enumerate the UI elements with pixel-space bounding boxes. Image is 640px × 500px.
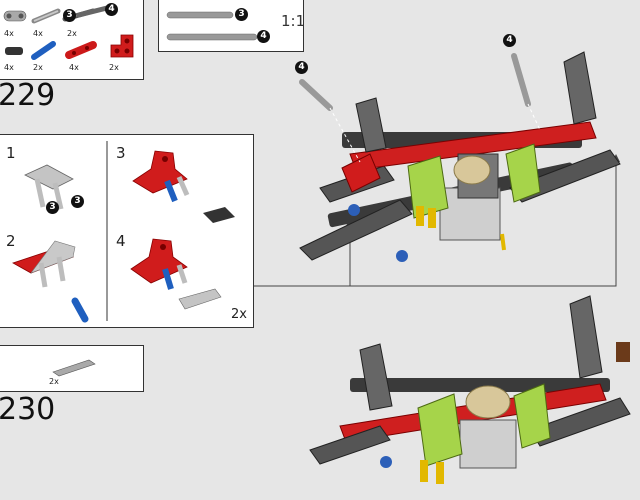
substep-number: 3 <box>116 144 126 162</box>
red-pin-connector-part <box>65 41 97 59</box>
qty-label: 2x <box>67 29 77 38</box>
substep-3-assembly <box>132 150 235 223</box>
gray-connector-part <box>3 10 27 22</box>
chassis-model-230 <box>309 295 631 484</box>
multiplier-label: 2x <box>231 307 247 322</box>
gray-beam-part <box>52 359 96 377</box>
submodel-callout-box: 1 3 3 2 3 4 2x <box>0 134 254 328</box>
qty-label: 4x <box>4 29 14 38</box>
part-number-badge: 4 <box>503 34 516 47</box>
red-bracket-part <box>110 34 134 58</box>
part-number-badge: 4 <box>105 3 118 16</box>
step-number-230: 230 <box>0 392 56 427</box>
qty-label: 4x <box>4 63 14 72</box>
submodel-divider <box>106 141 108 321</box>
part-number-badge: 4 <box>257 30 270 43</box>
substep-number: 4 <box>116 232 126 250</box>
qty-label: 2x <box>109 63 119 72</box>
part-number-badge: 3 <box>71 195 84 208</box>
dark-pin-part <box>5 47 23 55</box>
gray-axle-part <box>31 8 61 24</box>
part-number-badge: 3 <box>46 201 59 214</box>
dark-gray-axle-long-part <box>76 5 110 18</box>
parts-list-230: 2x <box>0 345 144 392</box>
parts-list-229: 4x 4x 3 2x 4 4x 2x 4x 2x <box>0 0 144 80</box>
scale-ratio-label: 1:1 <box>281 12 306 30</box>
substep-4-assembly <box>130 238 222 310</box>
chassis-model-229 <box>299 51 621 262</box>
qty-label: 2x <box>49 377 59 386</box>
qty-label: 4x <box>33 29 43 38</box>
blue-axle-pin-part <box>31 41 56 60</box>
substep-2-assembly <box>12 240 89 323</box>
substep-number: 1 <box>6 144 16 162</box>
part-number-badge: 3 <box>235 8 248 21</box>
axle-3-reference <box>166 11 234 19</box>
qty-label: 2x <box>33 63 43 72</box>
part-number-badge: 3 <box>63 9 76 22</box>
qty-label: 4x <box>69 63 79 72</box>
part-number-badge: 4 <box>295 61 308 74</box>
substep-1-connector <box>24 164 74 210</box>
substep-number: 2 <box>6 232 16 250</box>
scale-reference-box: 3 4 1:1 <box>158 0 306 52</box>
step-number-229: 229 <box>0 78 56 113</box>
